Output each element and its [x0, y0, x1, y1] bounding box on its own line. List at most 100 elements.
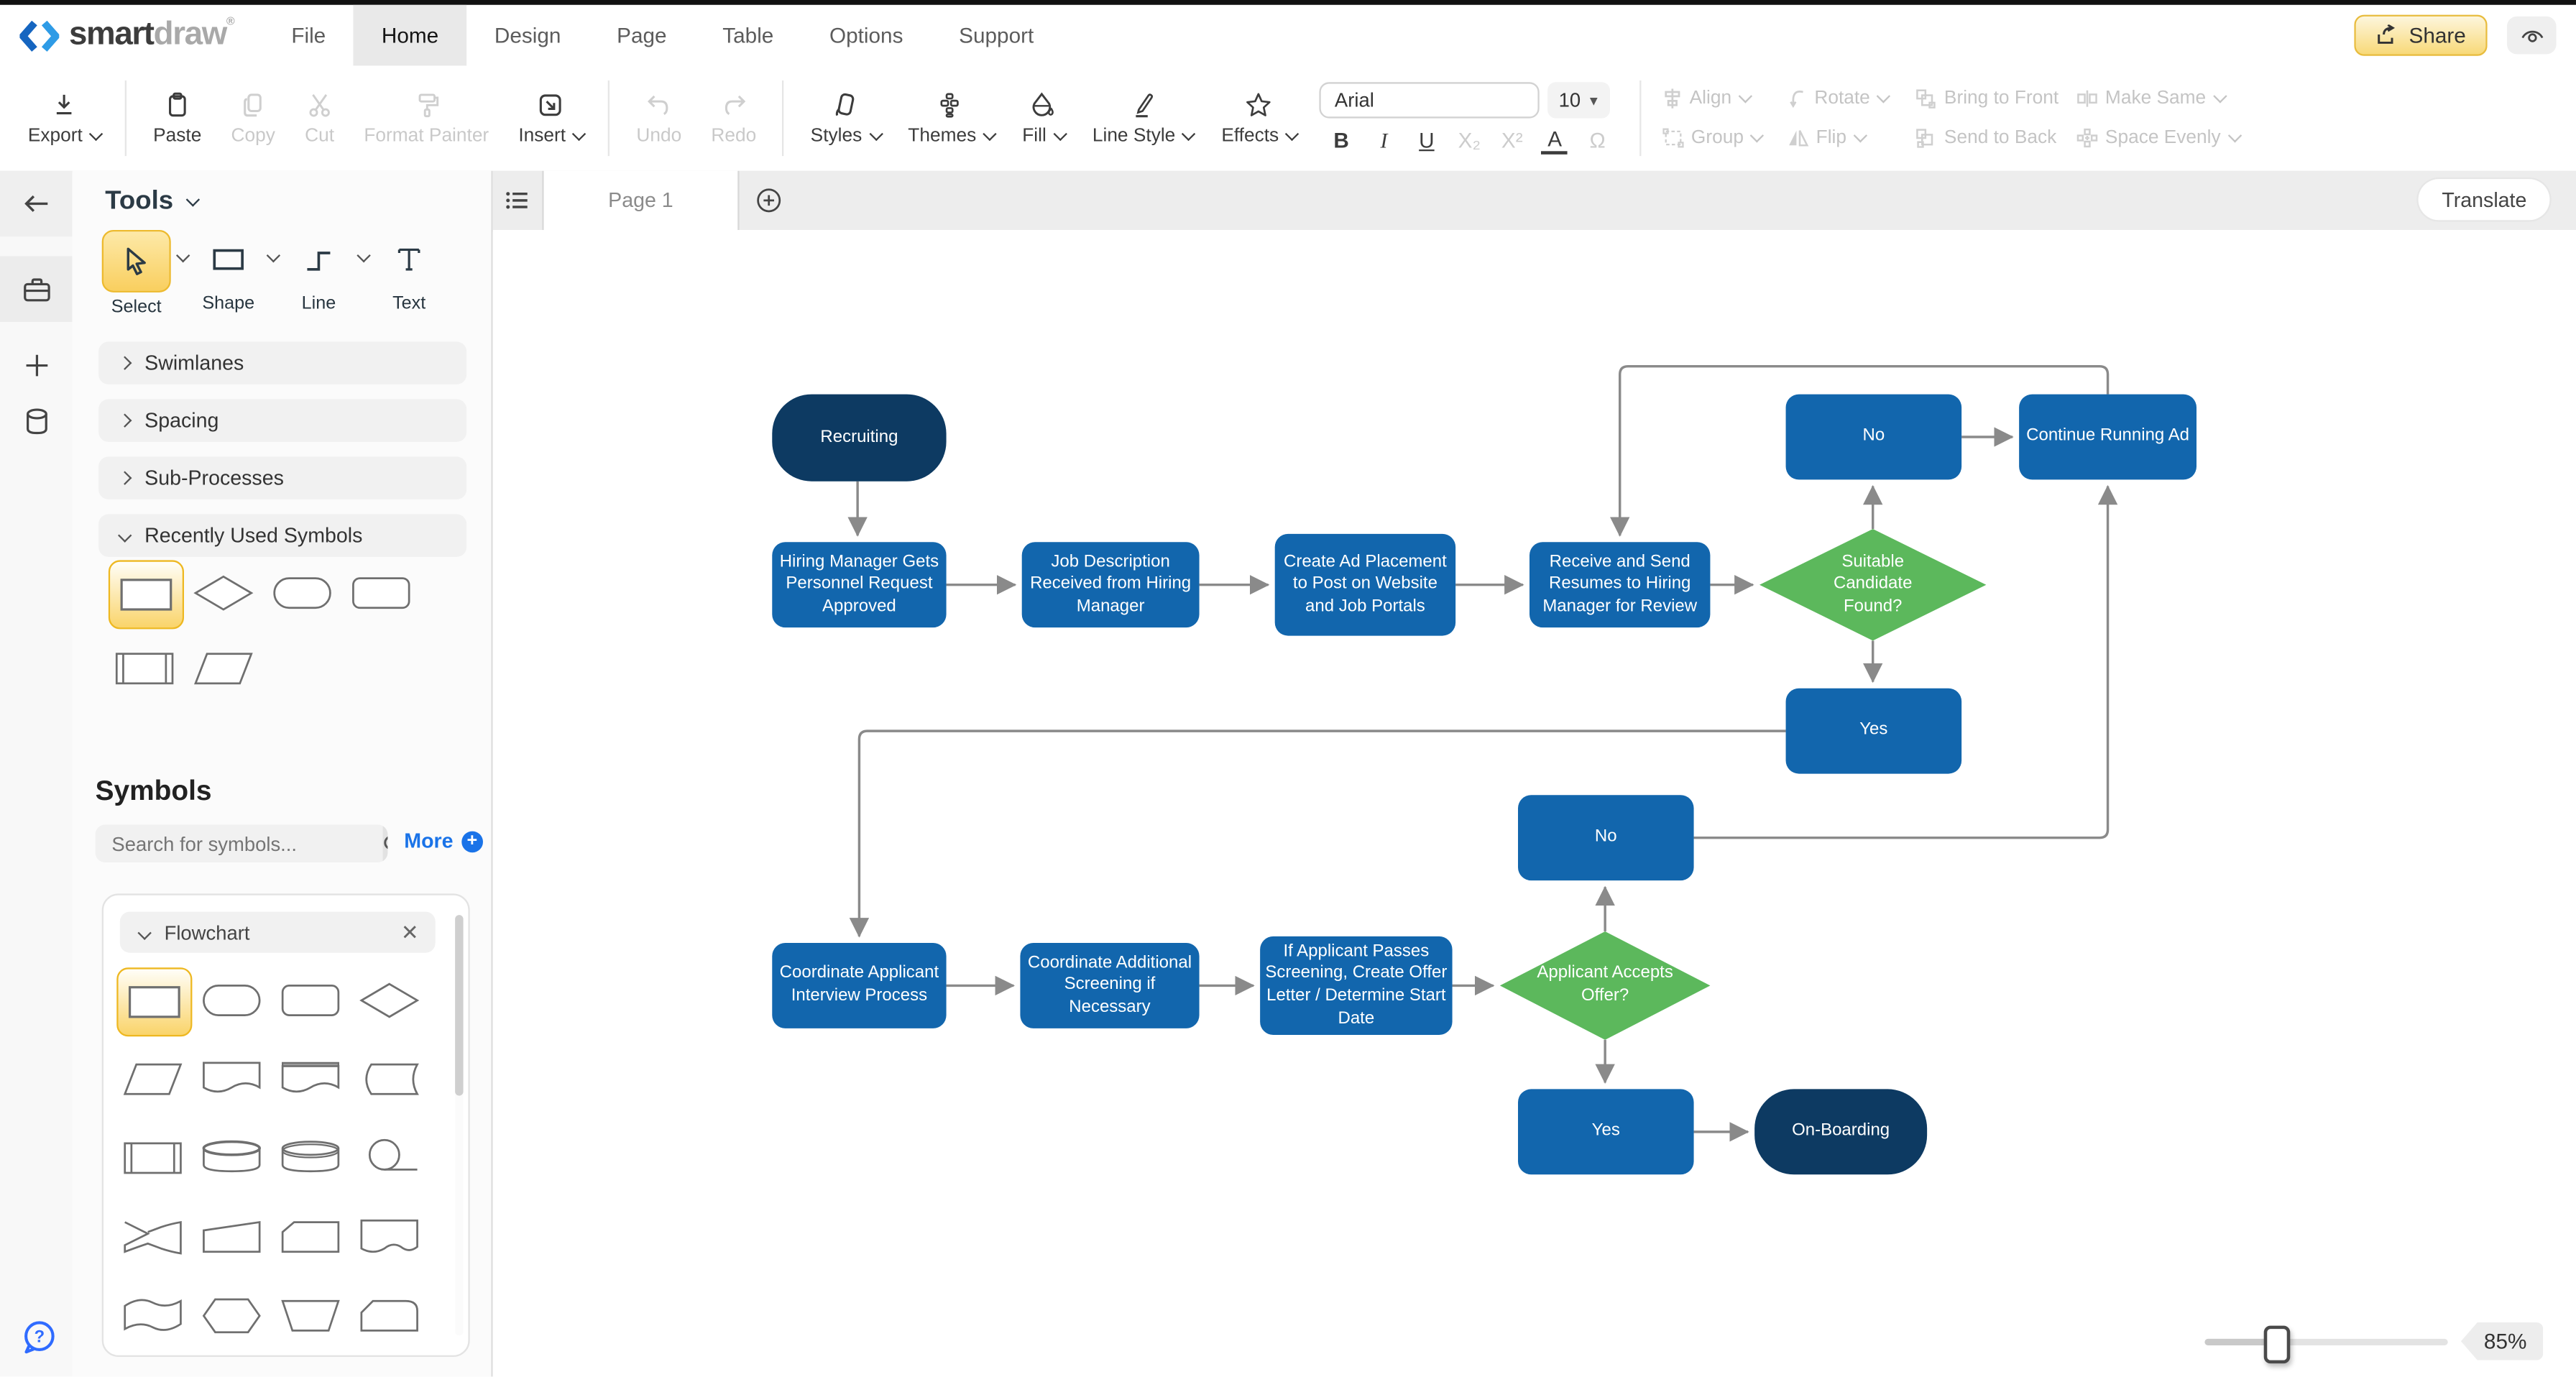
symbol-collate[interactable]: [116, 1204, 189, 1269]
symbol-document[interactable]: [196, 1046, 268, 1112]
line-tool-chevron[interactable]: [356, 248, 371, 263]
menu-page[interactable]: Page: [617, 22, 667, 48]
more-symbols-link[interactable]: More+: [404, 829, 483, 852]
back-button[interactable]: [0, 171, 73, 236]
node-receive-send-resumes[interactable]: Receive and Send Resumes to Hiring Manag…: [1529, 542, 1711, 628]
drawing-surface[interactable]: Recruiting Hiring Manager Gets Personnel…: [492, 229, 2576, 1377]
themes-button[interactable]: Themes: [893, 73, 1008, 165]
node-create-offer-letter[interactable]: If Applicant Passes Screening, Create Of…: [1260, 936, 1453, 1035]
italic-button[interactable]: I: [1380, 127, 1388, 152]
select-tool-chevron[interactable]: [175, 248, 190, 263]
symbol-preparation[interactable]: [196, 1283, 268, 1348]
menu-table[interactable]: Table: [722, 22, 774, 48]
export-button[interactable]: Export: [13, 73, 114, 165]
superscript-button[interactable]: X²: [1501, 128, 1523, 153]
toolbox-panel-button[interactable]: [0, 257, 73, 322]
close-category-icon[interactable]: ✕: [400, 918, 419, 944]
symbol-card[interactable]: [275, 1204, 347, 1269]
bold-button[interactable]: B: [1333, 128, 1349, 153]
symbol-data[interactable]: [116, 1046, 189, 1112]
cut-button[interactable]: Cut: [290, 73, 349, 165]
font-color-button[interactable]: A: [1541, 126, 1568, 155]
group-button[interactable]: Group: [1663, 128, 1788, 148]
symbol-search-input[interactable]: [95, 832, 383, 855]
shape-tool-chevron[interactable]: [266, 248, 281, 263]
symbol-scrollbar-thumb[interactable]: [455, 915, 464, 1096]
rotate-button[interactable]: Rotate: [1788, 88, 1916, 109]
page-list-button[interactable]: [492, 170, 543, 230]
section-spacing[interactable]: Spacing: [98, 399, 467, 442]
symbol-process[interactable]: [116, 967, 193, 1037]
zoom-slider-track[interactable]: [2204, 1325, 2448, 1363]
data-panel-button[interactable]: [0, 387, 73, 453]
copy-button[interactable]: Copy: [216, 73, 290, 165]
translate-button[interactable]: Translate: [2419, 179, 2550, 221]
symbol-decision[interactable]: [353, 967, 426, 1033]
recent-symbol-predefined-process[interactable]: [109, 636, 181, 701]
insert-button[interactable]: Insert: [504, 73, 597, 165]
recent-symbol-parallelogram[interactable]: [188, 636, 260, 701]
node-coordinate-interview[interactable]: Coordinate Applicant Interview Process: [772, 942, 947, 1028]
styles-button[interactable]: Styles: [796, 73, 893, 165]
node-onboarding[interactable]: On-Boarding: [1754, 1089, 1928, 1175]
help-button[interactable]: ?: [22, 1320, 58, 1355]
symbol-terminator[interactable]: [196, 967, 268, 1033]
symbol-torn-document[interactable]: [353, 1204, 426, 1269]
symbol-search-button[interactable]: [382, 824, 388, 862]
connector-yes1-p5[interactable]: [849, 729, 1786, 938]
node-hiring-manager-approval[interactable]: Hiring Manager Gets Personnel Request Ap…: [772, 542, 947, 628]
symbol-display[interactable]: [353, 1283, 426, 1348]
effects-button[interactable]: Effects: [1207, 73, 1310, 165]
align-button[interactable]: Align: [1663, 88, 1788, 109]
share-button[interactable]: Share: [2355, 14, 2488, 56]
shape-tool[interactable]: Shape: [196, 230, 261, 314]
symbol-multi-document[interactable]: [275, 1046, 347, 1112]
add-panel-button[interactable]: [0, 332, 73, 397]
menu-home[interactable]: Home: [354, 4, 467, 66]
font-family-input[interactable]: [1320, 82, 1540, 119]
node-no-2[interactable]: No: [1517, 795, 1694, 881]
symbol-stored-data[interactable]: [353, 1046, 426, 1112]
menu-options[interactable]: Options: [829, 22, 903, 48]
flowchart-category-header[interactable]: Flowchart ✕: [119, 911, 436, 953]
page-tab[interactable]: Page 1: [542, 170, 740, 230]
symbol-direct-access-storage[interactable]: [275, 1125, 347, 1191]
symbol-flag[interactable]: [116, 1283, 189, 1348]
node-continue-running-ad[interactable]: Continue Running Ad: [2019, 394, 2196, 480]
space-evenly-button[interactable]: Space Evenly: [2077, 128, 2261, 148]
node-additional-screening[interactable]: Coordinate Additional Screening if Neces…: [1020, 942, 1200, 1028]
section-recently-used[interactable]: Recently Used Symbols: [98, 514, 467, 557]
line-style-button[interactable]: Line Style: [1077, 73, 1206, 165]
node-yes-2[interactable]: Yes: [1517, 1089, 1694, 1175]
send-to-back-button[interactable]: Send to Back: [1916, 128, 2077, 148]
recent-symbol-diamond[interactable]: [188, 560, 260, 625]
menu-support[interactable]: Support: [959, 22, 1034, 48]
recent-symbol-rounded-rect[interactable]: [345, 560, 418, 625]
recent-symbol-rectangle[interactable]: [108, 560, 184, 630]
node-job-description[interactable]: Job Description Received from Hiring Man…: [1021, 542, 1200, 628]
section-swimlanes[interactable]: Swimlanes: [98, 341, 467, 384]
line-tool[interactable]: Line: [286, 230, 351, 314]
node-no-1[interactable]: No: [1785, 394, 1962, 480]
connector-no2-cra[interactable]: [1693, 484, 2118, 839]
font-size-select[interactable]: 10▼: [1548, 82, 1611, 119]
insert-symbol-button[interactable]: Ω: [1589, 128, 1606, 153]
tools-panel-title[interactable]: Tools: [105, 188, 201, 217]
menu-file[interactable]: File: [291, 22, 326, 48]
symbol-merge[interactable]: [275, 1283, 347, 1348]
symbol-manual-operation[interactable]: [196, 1204, 268, 1269]
subscript-button[interactable]: X₂: [1458, 128, 1481, 153]
undo-button[interactable]: Undo: [622, 73, 696, 165]
redo-button[interactable]: Redo: [696, 73, 771, 165]
connector-cra-p4-loop[interactable]: [1609, 364, 2110, 537]
bring-to-front-button[interactable]: Bring to Front: [1916, 88, 2077, 109]
menu-design[interactable]: Design: [494, 22, 561, 48]
node-recruiting[interactable]: Recruiting: [772, 394, 947, 482]
text-tool[interactable]: Text: [376, 230, 441, 314]
select-tool[interactable]: Select: [101, 229, 171, 317]
node-create-ad-placement[interactable]: Create Ad Placement to Post on Website a…: [1274, 533, 1456, 636]
node-yes-1[interactable]: Yes: [1785, 688, 1962, 774]
flip-button[interactable]: Flip: [1788, 128, 1916, 148]
section-sub-processes[interactable]: Sub-Processes: [98, 456, 467, 499]
recent-symbol-terminal[interactable]: [266, 560, 339, 625]
